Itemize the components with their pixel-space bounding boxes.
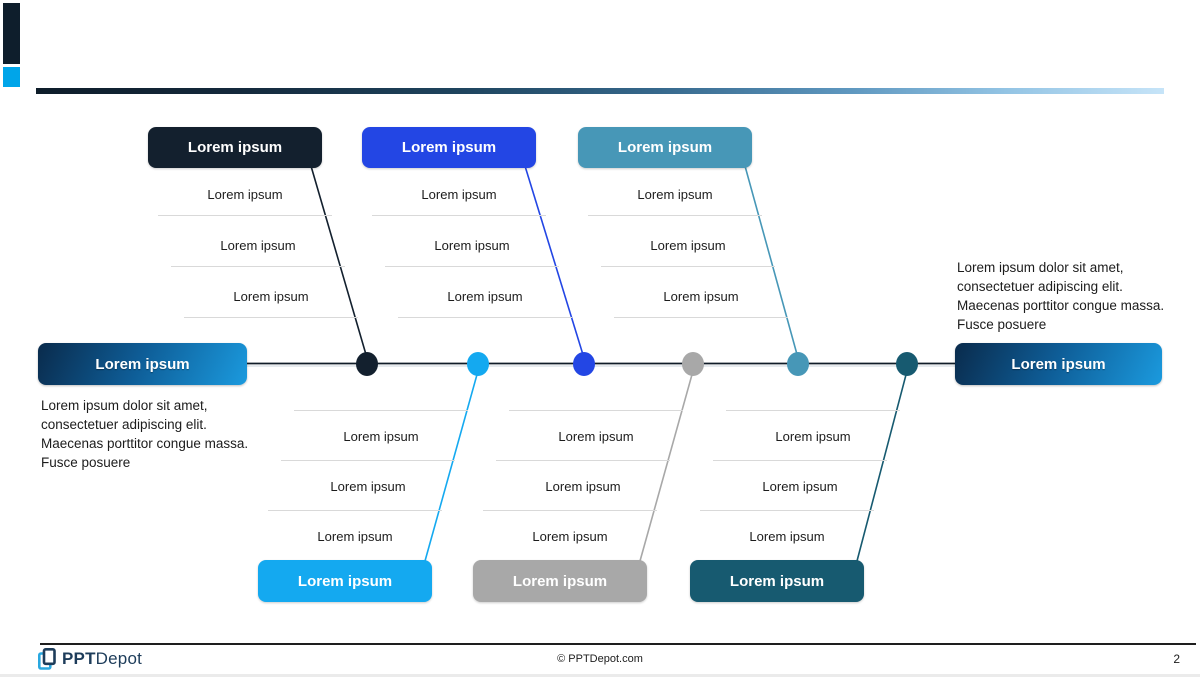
list-item: Lorem ipsum: [601, 216, 775, 267]
bottom-category-label-3: Lorem ipsum: [729, 572, 825, 590]
list-item: Lorem ipsum: [588, 168, 762, 216]
brand-logo: PPTDepot: [38, 648, 142, 670]
item-label: Lorem ipsum: [558, 429, 634, 444]
item-label: Lorem ipsum: [343, 429, 419, 444]
bottom-edge-strip: [0, 674, 1200, 677]
list-item: Lorem ipsum: [713, 460, 887, 510]
top-category-box-3: Lorem ipsum: [578, 127, 752, 168]
bottom-category-box-2: Lorem ipsum: [473, 560, 647, 602]
top-item-group-2: Lorem ipsum Lorem ipsum Lorem ipsum: [372, 168, 572, 318]
node-dot-5: [787, 352, 809, 376]
cause-box-label: Lorem ipsum: [95, 355, 190, 373]
bottom-item-group-3: Lorem ipsum Lorem ipsum Lorem ipsum: [700, 410, 900, 560]
list-item: Lorem ipsum: [509, 410, 683, 460]
item-label: Lorem ipsum: [330, 479, 406, 494]
item-label: Lorem ipsum: [220, 238, 296, 253]
list-item: Lorem ipsum: [726, 410, 900, 460]
list-item: Lorem ipsum: [294, 410, 468, 460]
item-label: Lorem ipsum: [545, 479, 621, 494]
top-item-group-1: Lorem ipsum Lorem ipsum Lorem ipsum: [158, 168, 358, 318]
item-label: Lorem ipsum: [762, 479, 838, 494]
list-item: Lorem ipsum: [171, 216, 345, 267]
item-label: Lorem ipsum: [637, 187, 713, 202]
item-label: Lorem ipsum: [532, 529, 608, 544]
top-category-label-2: Lorem ipsum: [401, 139, 497, 156]
node-dot-6: [896, 352, 918, 376]
bottom-item-group-1: Lorem ipsum Lorem ipsum Lorem ipsum: [268, 410, 468, 560]
item-label: Lorem ipsum: [775, 429, 851, 444]
bottom-category-box-3: Lorem ipsum: [690, 560, 864, 602]
item-label: Lorem ipsum: [650, 238, 726, 253]
node-dot-1: [356, 352, 378, 376]
effect-box: Lorem ipsum: [955, 343, 1162, 385]
cause-description: Lorem ipsum dolor sit amet, consectetuer…: [41, 398, 249, 470]
bottom-item-group-2: Lorem ipsum Lorem ipsum Lorem ipsum: [483, 410, 683, 560]
list-item: Lorem ipsum: [281, 460, 455, 510]
bottom-category-label-1: Lorem ipsum: [297, 572, 393, 590]
accent-square-cyan: [3, 67, 20, 87]
bottom-category-label-2: Lorem ipsum: [512, 572, 608, 590]
list-item: Lorem ipsum: [496, 460, 670, 510]
top-category-label-1: Lorem ipsum: [187, 139, 283, 156]
list-item: Lorem ipsum: [483, 510, 657, 560]
top-category-label-3: Lorem ipsum: [617, 139, 713, 156]
item-label: Lorem ipsum: [207, 187, 283, 202]
item-label: Lorem ipsum: [421, 187, 497, 202]
item-label: Lorem ipsum: [663, 289, 739, 304]
effect-description: Lorem ipsum dolor sit amet, consectetuer…: [957, 260, 1165, 332]
node-dot-2: [467, 352, 489, 376]
list-item: Lorem ipsum: [158, 168, 332, 216]
list-item: Lorem ipsum: [700, 510, 874, 560]
item-label: Lorem ipsum: [447, 289, 523, 304]
list-item: Lorem ipsum: [268, 510, 442, 560]
copyright-text: © PPTDepot.com: [557, 653, 643, 665]
top-item-group-3: Lorem ipsum Lorem ipsum Lorem ipsum: [588, 168, 788, 318]
brand-name-regular: Depot: [95, 649, 143, 668]
list-item: Lorem ipsum: [398, 267, 572, 318]
list-item: Lorem ipsum: [372, 168, 546, 216]
item-label: Lorem ipsum: [749, 529, 825, 544]
node-dot-4: [682, 352, 704, 376]
list-item: Lorem ipsum: [184, 267, 358, 318]
brand-name-bold: PPT: [62, 649, 96, 668]
item-label: Lorem ipsum: [317, 529, 393, 544]
accent-bar-dark: [3, 3, 20, 64]
cause-box: Lorem ipsum: [38, 343, 247, 385]
pptdepot-logo-icon: [38, 648, 56, 670]
list-item: Lorem ipsum: [614, 267, 788, 318]
top-category-box-2: Lorem ipsum: [362, 127, 536, 168]
node-dot-3: [573, 352, 595, 376]
footer-divider: [40, 643, 1196, 645]
item-label: Lorem ipsum: [434, 238, 510, 253]
effect-box-label: Lorem ipsum: [1011, 355, 1106, 373]
list-item: Lorem ipsum: [385, 216, 559, 267]
header-gradient-rule: [36, 88, 1164, 94]
page-number: 2: [1173, 652, 1180, 666]
bottom-category-box-1: Lorem ipsum: [258, 560, 432, 602]
top-category-box-1: Lorem ipsum: [148, 127, 322, 168]
brand-name: PPTDepot: [62, 649, 142, 669]
item-label: Lorem ipsum: [233, 289, 309, 304]
